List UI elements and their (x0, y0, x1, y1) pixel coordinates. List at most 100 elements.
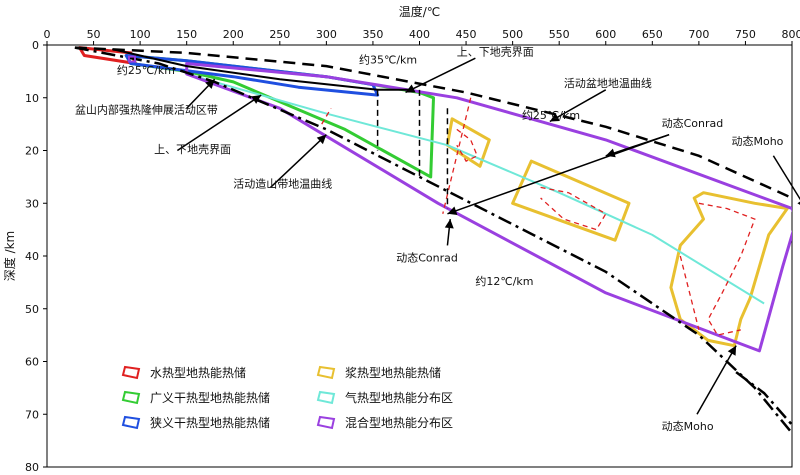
arrow (176, 94, 262, 152)
legend-entry: 广义干热型地热能热储 (121, 390, 270, 405)
annotation-10: 动态Conrad (396, 251, 458, 264)
arrow-head (316, 134, 327, 145)
legend-label: 水热型地热能热储 (150, 365, 246, 380)
annotation-3: 盆山内部强热隆伸展活动区带 (75, 103, 218, 117)
arrow-shaft (549, 89, 607, 123)
annotation-5: 约25℃/km (522, 109, 580, 122)
x-tick-label: 0 (44, 28, 51, 41)
x-tick-label: 50 (87, 28, 101, 41)
arrow (444, 218, 454, 246)
y-tick-label: 70 (25, 408, 39, 421)
region-5 (669, 191, 789, 348)
y-tick-label: 0 (32, 39, 39, 52)
region-3 (445, 117, 491, 168)
arrow-head (447, 206, 458, 216)
y-tick-label: 50 (25, 303, 39, 316)
line-active-basin-geotherm (74, 46, 792, 200)
arrow-shaft (405, 57, 476, 94)
melt-dash (442, 97, 472, 214)
magma-contour (698, 202, 756, 336)
arrow (772, 155, 800, 205)
marker (127, 55, 136, 63)
arrow-head (444, 219, 454, 229)
legend-swatch (121, 365, 141, 380)
line-upper-lower-crust-boundary (111, 48, 411, 91)
legend-swatch (316, 365, 336, 380)
annotation-8: 动态Moho (731, 135, 783, 148)
legend-swatch (316, 415, 336, 430)
legend-entry: 浆热型地热能热储 (316, 365, 441, 380)
legend-label: 广义干热型地热能热储 (150, 390, 270, 405)
region-7 (185, 62, 792, 353)
legend-entry: 水热型地热能热储 (121, 365, 246, 380)
y-tick-label: 10 (25, 92, 39, 105)
x-tick-label: 600 (595, 28, 616, 41)
annotation-1: 约35℃/km (359, 53, 417, 66)
annotation-11: 约12℃/km (475, 275, 533, 288)
arrow (405, 57, 476, 94)
x-tick-label: 400 (409, 28, 430, 41)
region-6 (186, 73, 765, 305)
x-tick-label: 100 (130, 28, 151, 41)
arrow (696, 345, 737, 415)
legend-swatch (121, 390, 141, 405)
annotation-arrows (176, 57, 800, 415)
arrow-shaft (772, 155, 800, 201)
arrow-shaft (447, 133, 670, 215)
legend-entry: 狭义干热型地热能热储 (121, 415, 270, 430)
y-axis-title: 深度 /km (2, 231, 17, 282)
x-tick-label: 200 (223, 28, 244, 41)
magma-contour (540, 186, 607, 231)
legend-label: 气热型地热能分布区 (345, 390, 453, 405)
line-moho-dynamic-lower (735, 371, 792, 427)
arrow-head (797, 201, 800, 205)
annotation-6: 上、下地壳界面 (154, 142, 231, 156)
arrow-head (727, 345, 737, 356)
legend-entry: 混合型地热能分布区 (316, 415, 453, 430)
legend-entry: 气热型地热能分布区 (316, 390, 453, 405)
arrow (186, 78, 216, 109)
y-tick-label: 40 (25, 250, 39, 263)
magma-contour (456, 128, 479, 162)
x-tick-label: 250 (269, 28, 290, 41)
arrow-head (205, 79, 215, 89)
arrow-shaft (269, 134, 327, 188)
melt-dash (321, 107, 332, 125)
arrow-shaft (176, 94, 262, 152)
legend-label: 狭义干热型地热能热储 (150, 415, 270, 430)
x-tick-label: 350 (362, 28, 383, 41)
annotation-12: 动态Moho (662, 420, 714, 433)
arrow-head (405, 84, 416, 93)
annotations: 约25℃/km约35℃/km上、下地壳界面盆山内部强热隆伸展活动区带活动盆地地温… (75, 45, 784, 434)
arrow (447, 133, 670, 216)
x-tick-label: 700 (688, 28, 709, 41)
y-tick-label: 30 (25, 197, 39, 210)
y-tick-label: 60 (25, 356, 39, 369)
legend-swatch (316, 390, 336, 405)
annotation-9: 活动造山带地温曲线 (233, 176, 332, 190)
x-tick-label: 300 (316, 28, 337, 41)
x-tick-label: 500 (502, 28, 523, 41)
y-tick-label: 80 (25, 461, 39, 474)
legend-swatch (121, 415, 141, 430)
legend-label: 浆热型地热能热储 (345, 365, 441, 380)
x-axis-title: 温度/℃ (399, 4, 441, 19)
x-tick-label: 800 (782, 28, 800, 41)
x-tick-label: 750 (735, 28, 756, 41)
annotation-7: 动态Conrad (662, 117, 724, 130)
x-tick-label: 150 (176, 28, 197, 41)
legend-label: 混合型地热能分布区 (345, 415, 453, 430)
y-tick-label: 20 (25, 145, 39, 158)
annotation-0: 约25℃/km (117, 64, 175, 77)
arrow-shaft (696, 345, 737, 415)
x-tick-label: 450 (456, 28, 477, 41)
arrow-head (549, 113, 560, 122)
x-tick-label: 650 (642, 28, 663, 41)
annotation-2: 上、下地壳界面 (457, 45, 534, 59)
arrow (549, 89, 607, 123)
arrow (269, 134, 327, 188)
annotation-4: 活动盆地地温曲线 (564, 76, 652, 90)
